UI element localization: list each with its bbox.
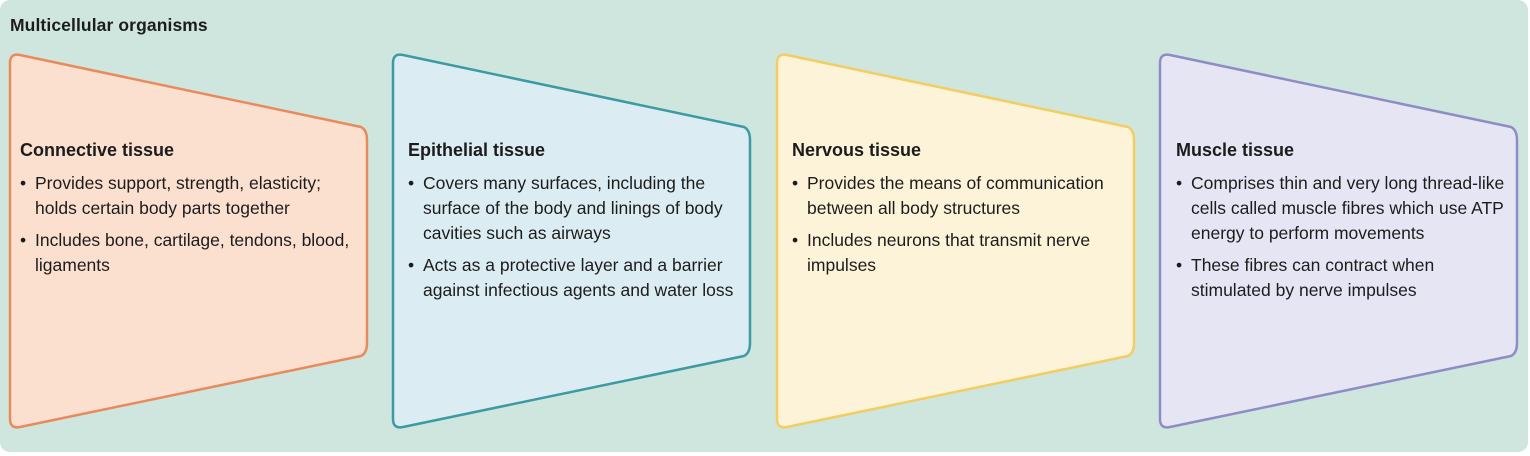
- connective-tissue-card: Connective tissue •Provides support, str…: [20, 138, 350, 285]
- card-title: Epithelial tissue: [408, 140, 546, 160]
- connective-tissue-shape: [8, 53, 369, 429]
- panel-title: Multicellular organisms: [10, 15, 208, 35]
- bullet-item: •Includes neurons that transmit nerve im…: [792, 230, 1091, 275]
- card-title: Nervous tissue: [792, 140, 922, 160]
- epithelial-tissue-shape: [391, 53, 752, 429]
- bullet-dot-icon: •: [792, 173, 799, 193]
- bullet-dot-icon: •: [1176, 173, 1183, 193]
- bullet-dot-icon: •: [20, 230, 27, 250]
- nervous-tissue-shape: [775, 53, 1136, 429]
- bullet-item: •Provides support, strength, elasticity;…: [20, 173, 321, 218]
- card-title: Connective tissue: [20, 140, 175, 160]
- epithelial-tissue-card: Epithelial tissue •Covers many surfaces,…: [408, 138, 738, 310]
- nervous-tissue-card: Nervous tissue •Provides the means of co…: [792, 138, 1122, 285]
- bullet-dot-icon: •: [408, 255, 415, 275]
- muscle-tissue-card: Muscle tissue •Comprises thin and very l…: [1176, 138, 1508, 310]
- bullet-dot-icon: •: [20, 173, 27, 193]
- bullet-item: •Acts as a protective layer and a barrie…: [408, 255, 734, 300]
- card-title: Muscle tissue: [1176, 140, 1295, 160]
- bullet-item: •Includes bone, cartilage, tendons, bloo…: [20, 230, 350, 275]
- bullet-dot-icon: •: [1176, 255, 1183, 275]
- bullet-item: •Comprises thin and very long thread-lik…: [1176, 173, 1505, 243]
- bullet-item: •Provides the means of communication bet…: [792, 173, 1104, 218]
- bullet-dot-icon: •: [408, 173, 415, 193]
- muscle-tissue-shape: [1158, 53, 1519, 429]
- bullet-dot-icon: •: [792, 230, 799, 250]
- bullet-item: •These fibres can contract when stimulat…: [1176, 255, 1435, 300]
- bullet-item: •Covers many surfaces, including the sur…: [408, 173, 723, 243]
